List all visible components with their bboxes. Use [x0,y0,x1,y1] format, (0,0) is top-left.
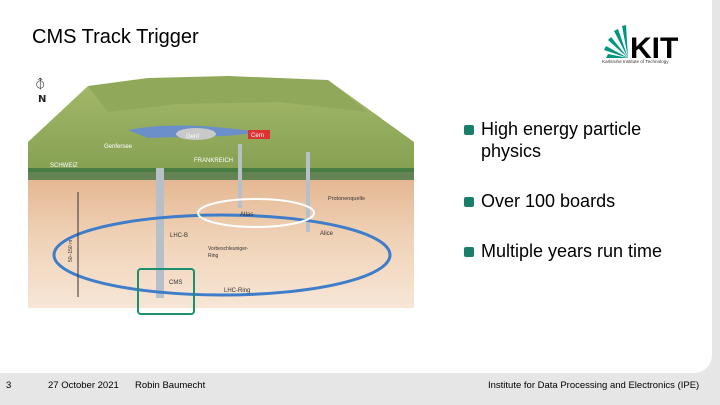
bullet-text: Over 100 boards [481,191,616,211]
label-depth: 50–150 m [68,240,74,262]
label-vorbeschleuniger: Vorbeschleuniger- [208,246,249,252]
pre-accelerator-ring [197,198,315,228]
kit-logo-subtitle: Karlsruhe Institute of Technology [602,59,669,64]
kit-logo-rays-icon [604,25,628,58]
shaft-cms [156,168,164,298]
footer-date: 27 October 2021 [48,380,119,391]
mountains [88,76,368,112]
footer-institute: Institute for Data Processing and Electr… [488,380,700,391]
lhc-illustration: Genf Cern Genfersee SCHWEIZ FRANKREICH P… [28,76,414,315]
label-atlas: Atlas [240,212,253,218]
footer-bar [0,373,720,405]
grass-edge [28,168,414,180]
label-cern: Cern [251,133,264,139]
bullet-line: physics [481,141,542,161]
footer-author: Robin Baumecht [135,380,206,391]
bullet-line: High energy particle [481,119,642,139]
page-number: 3 [6,380,12,391]
label-lhc-ring: LHC-Ring [224,288,250,294]
label-genfersee: Genfersee [104,144,133,150]
kit-logo-text: KIT [630,32,678,65]
city-genf [176,128,216,140]
cms-highlight-box [137,268,195,315]
label-cms: CMS [169,280,182,286]
shaft-alice [306,152,310,232]
soil-layer [28,172,414,308]
shaft-atlas [238,144,242,208]
bullet-text: Multiple years run time [481,241,663,261]
label-protonenquelle: Protonenquelle [328,196,365,202]
bullet-marker-icon [464,125,474,135]
north-label: N [38,94,47,105]
bullet-marker-icon [464,247,474,257]
slide-title: CMS Track Trigger [32,26,199,48]
label-ring: Ring [208,253,219,259]
bullet-marker-icon [464,197,474,207]
label-genf: Genf [186,134,199,140]
label-lhcb: LHC-B [170,233,188,239]
kit-logo: KIT [604,25,678,65]
label-frankreich: FRANKREICH [194,158,233,164]
label-schweiz: SCHWEIZ [50,163,78,169]
cern-marker [248,130,270,139]
lhc-ring [52,213,392,297]
label-alice: Alice [320,231,334,237]
north-arrow-icon: ⦽ [36,76,45,91]
